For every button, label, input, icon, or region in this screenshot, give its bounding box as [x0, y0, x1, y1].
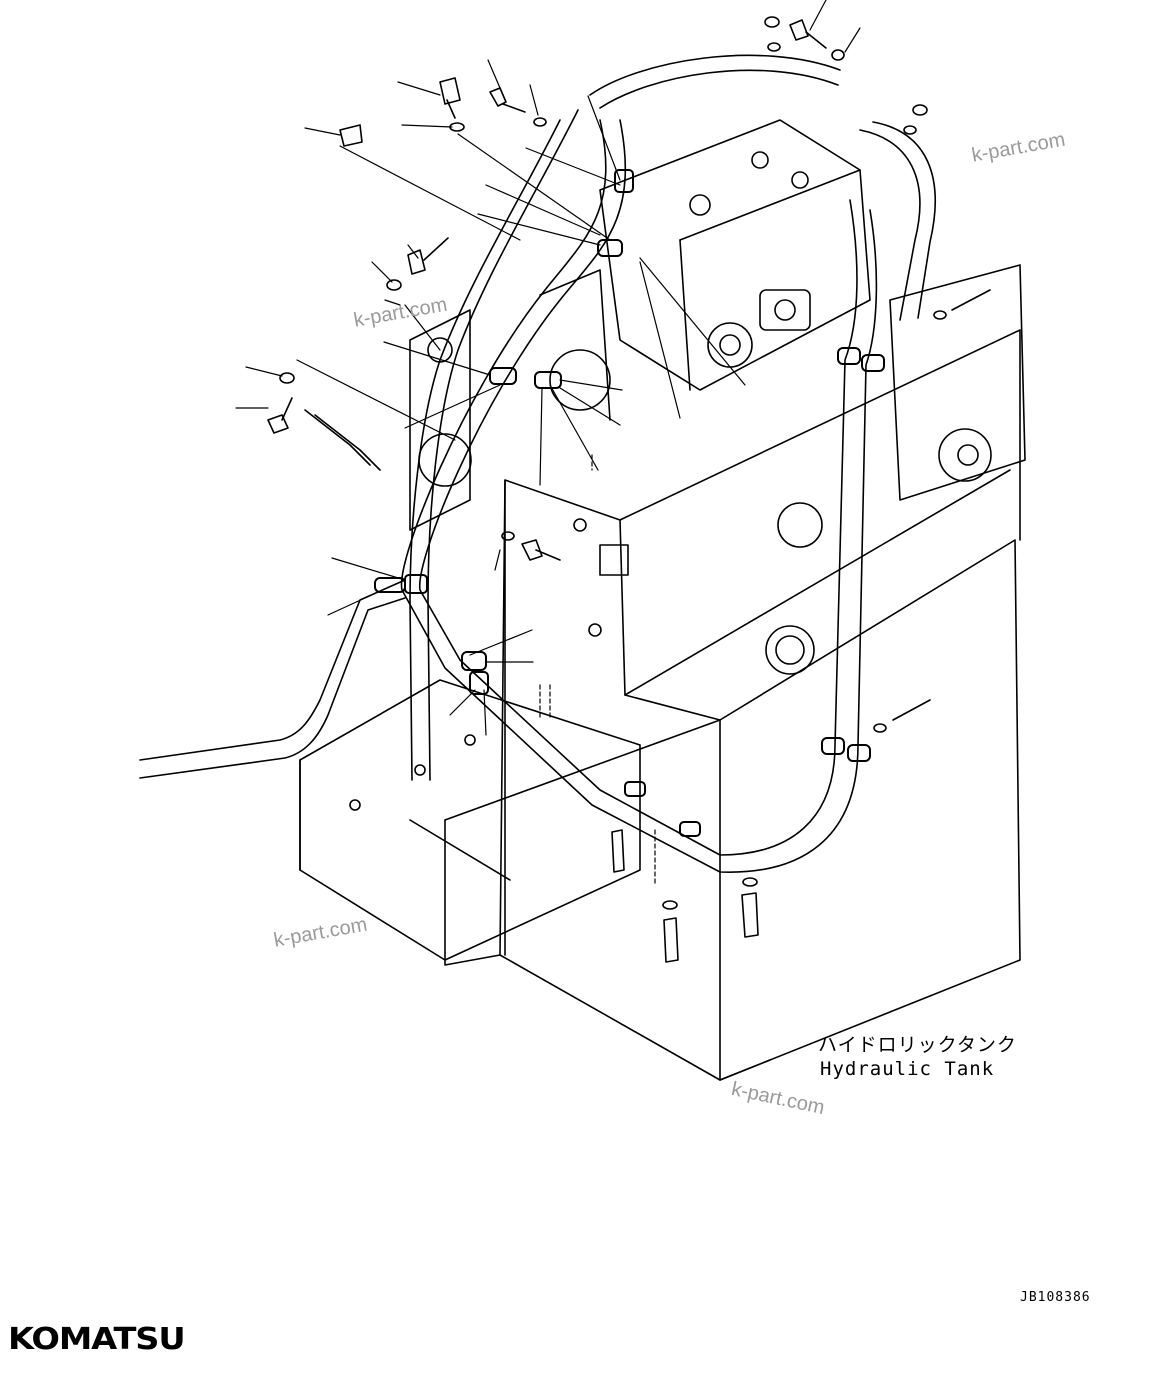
bolts-and-washers: [267, 16, 991, 963]
hydraulic-tank-label-en: Hydraulic Tank: [820, 1058, 995, 1080]
side-cover: [418, 264, 1026, 675]
hydraulic-tank: [444, 329, 1021, 1081]
detail-strokes: [539, 454, 656, 886]
pipe-clamps: [374, 169, 885, 837]
control-valve: [599, 119, 871, 391]
drawing-code: JB108386: [1020, 1290, 1091, 1305]
komatsu-logo: KOMATSU: [8, 1322, 186, 1357]
hydraulic-tank-label-jp: ハイドロリックタンク: [818, 1034, 1017, 1056]
mounting-plates: [299, 269, 641, 961]
leader-lines: [235, 0, 861, 736]
pipes: [139, 54, 936, 873]
